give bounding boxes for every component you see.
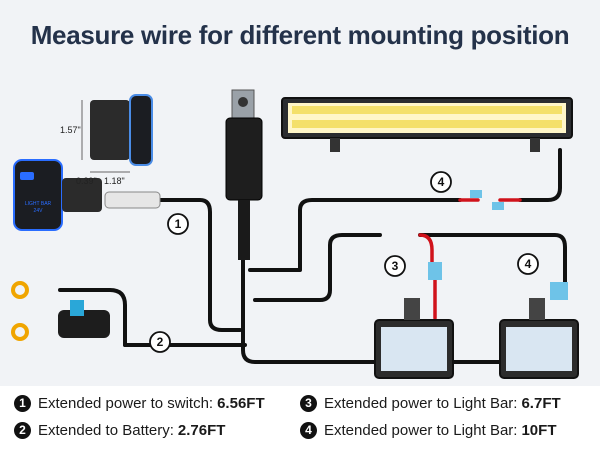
light-bar-leds — [292, 106, 562, 128]
callout-4-right: 4 — [525, 257, 532, 271]
legend: 1 Extended power to switch: 6.56FT 2 Ext… — [0, 386, 600, 450]
wire-relay-to-bar — [248, 198, 462, 272]
legend-number-3: 3 — [300, 395, 317, 412]
pod-light-right — [499, 298, 579, 379]
legend-value-1: 6.56FT — [217, 395, 265, 412]
callout-3: 3 — [392, 259, 399, 273]
wire-to-pod-right — [518, 148, 562, 202]
legend-item-2: 2 Extended to Battery: 2.76FT — [14, 422, 225, 439]
wire-to-pod-right-2 — [418, 233, 567, 284]
callout-1: 1 — [175, 217, 182, 231]
wire-connectors — [428, 190, 568, 300]
relay-box — [225, 89, 263, 260]
legend-number-2: 2 — [14, 422, 31, 439]
legend-number-4: 4 — [300, 422, 317, 439]
wire-harness — [58, 148, 567, 364]
callout-4-top: 4 — [438, 175, 445, 189]
legend-value-4: 10FT — [521, 422, 557, 439]
callout-markers — [149, 171, 539, 353]
legend-label-2: Extended to Battery: — [38, 422, 174, 439]
pod-light-left — [374, 298, 454, 379]
page-title: Measure wire for different mounting posi… — [30, 20, 570, 50]
wire-branch-pods — [253, 233, 382, 302]
wire-battery-loop — [58, 288, 127, 347]
light-bar — [281, 97, 573, 152]
legend-label-4: Extended power to Light Bar: — [324, 422, 518, 439]
fuse-holder — [58, 300, 110, 338]
legend-item-3: 3 Extended power to Light Bar: 6.7FT — [300, 395, 561, 412]
switch-dim-depth: 1.18" — [104, 176, 125, 186]
wire-main-trunk — [241, 208, 562, 364]
legend-item-1: 1 Extended power to switch: 6.56FT — [14, 395, 265, 412]
switch-dim-width: 0.39" — [76, 176, 97, 186]
legend-value-3: 6.7FT — [521, 395, 561, 412]
switch-label-line1: LIGHT BAR — [25, 201, 52, 207]
legend-label-3: Extended power to Light Bar: — [324, 395, 518, 412]
legend-label-1: Extended power to switch: — [38, 395, 214, 412]
battery-terminals — [11, 281, 29, 341]
callout-2: 2 — [157, 335, 164, 349]
switch-label-line2: 24V — [34, 208, 44, 214]
legend-item-4: 4 Extended power to Light Bar: 10FT — [300, 422, 556, 439]
legend-number-1: 1 — [14, 395, 31, 412]
switch-dimension-sketch — [81, 94, 153, 173]
wire-to-switch — [158, 198, 242, 332]
legend-value-2: 2.76FT — [177, 422, 226, 439]
switch-dim-height: 1.57" — [60, 125, 81, 135]
rocker-switch — [13, 159, 161, 231]
